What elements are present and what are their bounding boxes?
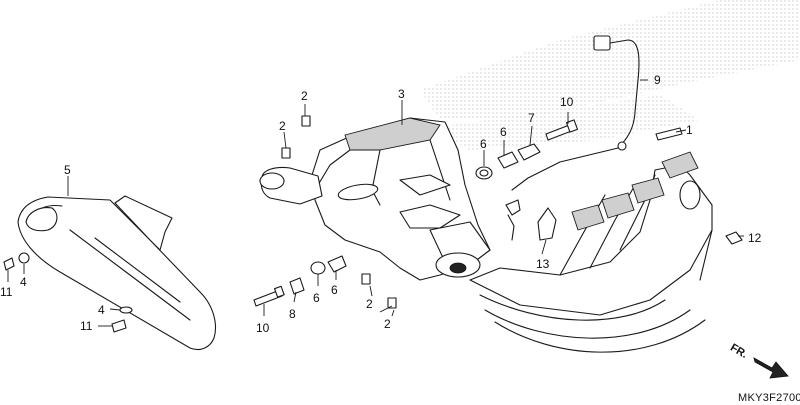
- clip-2-d: [387, 297, 397, 309]
- callout-13: 13: [536, 257, 550, 271]
- callout-4-left: 4: [20, 275, 27, 289]
- callout-12: 12: [748, 231, 762, 245]
- washer-4-b: [119, 306, 133, 314]
- callout-6-upper-b: 6: [500, 125, 507, 139]
- grommet-6-lower-b: [327, 255, 347, 273]
- callout-6-lower-b: 6: [331, 283, 338, 297]
- nut-11-a: [3, 257, 15, 271]
- front-direction-indicator: FR.: [728, 342, 789, 379]
- collar-8: [289, 277, 305, 295]
- callout-11-lower: 11: [80, 319, 93, 333]
- sensor-bracket: [537, 207, 557, 241]
- bolt-1: [655, 127, 683, 141]
- o2-sensor-with-wire: [505, 35, 640, 241]
- callout-2-lower-a: 2: [366, 297, 373, 311]
- callout-labels: 1 2 2 2 2 3 4 4 5 6 6 6 6 7 8 9 10 10 11…: [0, 73, 762, 335]
- callout-6-upper-a: 6: [480, 137, 487, 151]
- callout-1: 1: [686, 123, 693, 137]
- fr-arrow-icon: [753, 357, 789, 379]
- flange-2: [601, 192, 635, 219]
- heat-shield-muffler-cover: [17, 195, 217, 351]
- callout-10-lower: 10: [256, 321, 270, 335]
- callout-3: 3: [398, 87, 405, 101]
- washer-4-a: [18, 252, 30, 264]
- ghost-frame-outline: [420, 0, 800, 150]
- leader-lines: [7, 79, 744, 327]
- clip-2-b: [281, 147, 291, 159]
- bolt-10-upper: [545, 119, 579, 141]
- callout-11-left: 11: [0, 285, 13, 299]
- inlet-pipe-stub: [259, 166, 323, 205]
- drawing-code: MKY3F2700: [738, 392, 800, 404]
- gasket-6-upper-a: [475, 166, 493, 180]
- callout-9: 9: [654, 73, 661, 87]
- bolt-10-lower: [253, 285, 285, 307]
- flange-3: [631, 177, 665, 204]
- fr-label: FR.: [728, 342, 749, 361]
- callout-2-upper-a: 2: [301, 89, 308, 103]
- flange-1: [571, 204, 605, 231]
- callout-10-upper: 10: [560, 95, 574, 109]
- rubber-7: [517, 143, 541, 161]
- flange-4: [661, 151, 699, 179]
- exhaust-header-pipes: [469, 151, 713, 353]
- callout-2-lower-b: 2: [384, 317, 391, 331]
- screw-11-b: [111, 319, 127, 333]
- grommet-6-lower-a: [310, 261, 326, 275]
- callout-7: 7: [528, 111, 535, 125]
- callout-2-upper-b: 2: [279, 119, 286, 133]
- muffler-chamber: [311, 117, 491, 281]
- callout-4-lower: 4: [98, 303, 105, 317]
- clip-2-c: [361, 273, 371, 285]
- callout-6-lower-a: 6: [313, 291, 320, 305]
- nut-12: [725, 231, 743, 245]
- clip-2-a: [301, 115, 311, 127]
- collar-6-upper-b: [497, 151, 519, 169]
- callout-5: 5: [64, 163, 71, 177]
- callout-8: 8: [289, 307, 296, 321]
